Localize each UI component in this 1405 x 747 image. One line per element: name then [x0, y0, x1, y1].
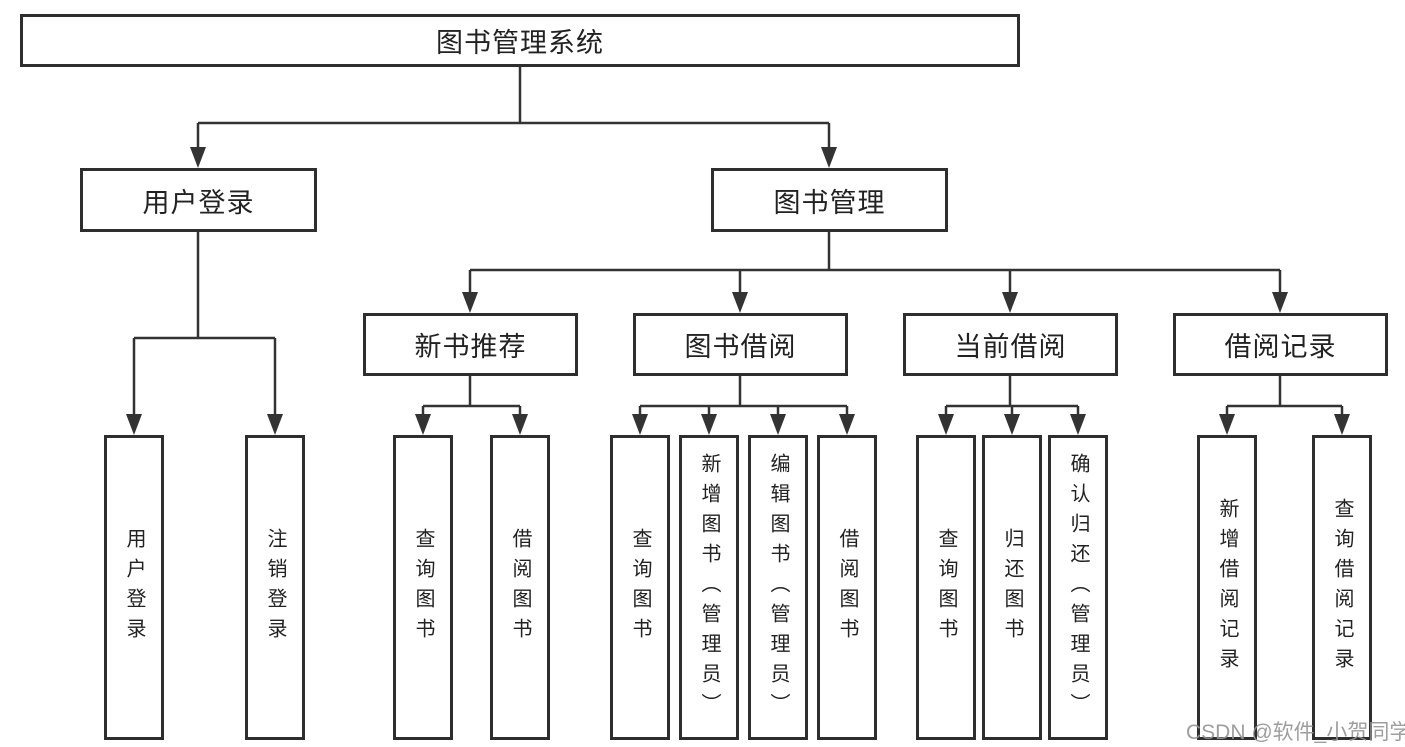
node-book-management-label: 图书管理: [773, 187, 886, 218]
leaf-add-book-admin-label: 新增图书（管理员）: [698, 452, 720, 723]
node-book-management: 图书管理: [711, 168, 948, 232]
leaf-return-book: 归还图书: [982, 435, 1042, 740]
arrowhead-icon: [267, 414, 283, 435]
connector-book-management: [468, 232, 1282, 297]
connector-borrow-records: [1225, 376, 1344, 419]
arrowhead-icon: [512, 414, 528, 435]
arrowhead-icon: [732, 292, 748, 313]
connector-root: [196, 67, 831, 152]
arrowhead-icon: [1272, 292, 1288, 313]
arrowhead-icon: [1334, 414, 1350, 435]
leaf-confirm-return-admin: 确认归还（管理员）: [1048, 435, 1108, 740]
arrowhead-icon: [821, 147, 837, 168]
arrowhead-icon: [1070, 414, 1086, 435]
node-root-label: 图书管理系统: [436, 28, 604, 58]
leaf-query-borrow-record: 查询借阅记录: [1312, 435, 1372, 740]
node-borrow-records-label: 借阅记录: [1224, 332, 1337, 362]
node-book-borrow: 图书借阅: [633, 313, 848, 376]
node-book-borrow-label: 图书借阅: [684, 332, 797, 362]
connector-current-borrow: [944, 376, 1080, 419]
node-new-book-recommend-label: 新书推荐: [414, 332, 527, 362]
node-user-login-label: 用户登录: [142, 187, 255, 218]
leaf-query-books-borrow: 查询图书: [610, 435, 670, 740]
leaf-logout-label: 注销登录: [264, 527, 286, 648]
arrowhead-icon: [938, 414, 954, 435]
leaf-add-book-admin: 新增图书（管理员）: [679, 435, 739, 740]
leaf-edit-book-admin-label: 编辑图书（管理员）: [767, 452, 789, 723]
arrowhead-icon: [1004, 414, 1020, 435]
leaf-add-borrow-record: 新增借阅记录: [1197, 435, 1257, 740]
leaf-borrow-books: 借阅图书: [817, 435, 877, 740]
leaf-user-login-label: 用户登录: [123, 527, 145, 648]
leaf-add-borrow-record-label: 新增借阅记录: [1216, 497, 1238, 678]
arrowhead-icon: [632, 414, 648, 435]
node-new-book-recommend: 新书推荐: [363, 313, 578, 376]
arrowhead-icon: [701, 414, 717, 435]
arrowhead-icon: [1002, 292, 1018, 313]
leaf-query-books-current: 查询图书: [916, 435, 976, 740]
leaf-return-book-label: 归还图书: [1001, 527, 1023, 648]
leaf-borrow-books-recommend: 借阅图书: [490, 435, 550, 740]
arrowhead-icon: [1219, 414, 1235, 435]
arrowhead-icon: [462, 292, 478, 313]
leaf-query-books-borrow-label: 查询图书: [629, 527, 651, 648]
leaf-user-login: 用户登录: [104, 435, 164, 740]
connector-book-borrow: [638, 376, 849, 419]
leaf-borrow-books-label: 借阅图书: [836, 527, 858, 648]
leaf-edit-book-admin: 编辑图书（管理员）: [748, 435, 808, 740]
leaf-query-books-recommend-label: 查询图书: [412, 527, 434, 648]
leaf-logout: 注销登录: [245, 435, 305, 740]
node-current-borrow-label: 当前借阅: [954, 332, 1067, 362]
arrowhead-icon: [126, 414, 142, 435]
leaf-query-borrow-record-label: 查询借阅记录: [1331, 497, 1353, 678]
leaf-confirm-return-admin-label: 确认归还（管理员）: [1067, 452, 1089, 723]
leaf-query-books-recommend: 查询图书: [393, 435, 453, 740]
csdn-watermark: CSDN @软件_小贺同学: [1186, 721, 1405, 744]
connector-user-login: [132, 232, 277, 419]
arrowhead-icon: [770, 414, 786, 435]
arrowhead-icon: [415, 414, 431, 435]
leaf-query-books-current-label: 查询图书: [935, 527, 957, 648]
leaf-borrow-books-recommend-label: 借阅图书: [509, 527, 531, 648]
arrowhead-icon: [839, 414, 855, 435]
node-user-login: 用户登录: [80, 168, 317, 232]
arrowhead-icon: [190, 147, 206, 168]
connector-new-book-recommend: [421, 376, 522, 419]
node-current-borrow: 当前借阅: [903, 313, 1118, 376]
node-borrow-records: 借阅记录: [1173, 313, 1388, 376]
node-root: 图书管理系统: [20, 14, 1020, 67]
